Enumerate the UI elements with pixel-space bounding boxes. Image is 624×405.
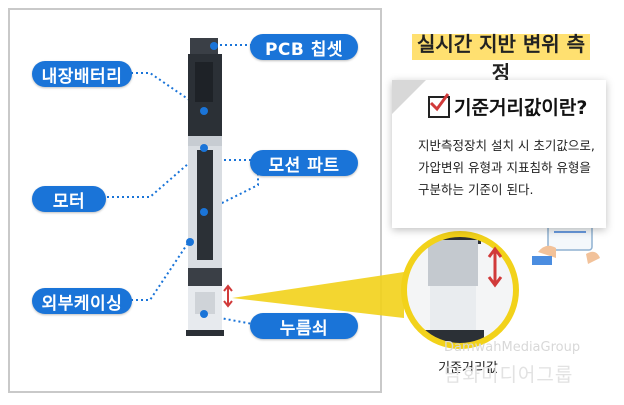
pcb-marker-dot [210,42,218,50]
zoom-caption: 기준거리값 [438,361,498,376]
zoom-ring [401,231,519,349]
device-motion-core [197,150,213,260]
device-base [186,330,224,336]
zoom-pointer [232,272,404,318]
definition-card [392,80,606,228]
card-title: 기준거리값이란? [454,97,588,119]
watermark-korean: 담화미디어그룹 [444,364,574,386]
card-folded-corner [392,80,426,114]
device-lower-cap [188,268,222,286]
leader-lines [102,44,259,326]
label-motor: 모터 [32,186,106,212]
device-top-cap [190,38,218,54]
watermark-english: DamwahMediaGroup [444,340,581,355]
card-description: 지반측정장치 설치 시 초기값으로, 가압변위 유형과 지표침하 유형을 구분하… [418,138,595,197]
device-joint [188,136,222,146]
reference-distance-arrow [487,246,503,288]
label-outer-casing: 외부케이싱 [32,288,132,314]
right-panel-title: 실시간 지반 변위 측정 [416,32,586,85]
small-distance-arrow [223,284,233,308]
label-internal-battery: 내장배터리 [32,61,132,87]
label-pcb-chipset: PCB 칩셋 [250,34,358,60]
label-motion-part: 모션 파트 [250,150,358,176]
zoom-detail [404,234,516,346]
title-highlight [412,34,590,60]
checkbox-icon [428,93,450,118]
label-push-button: 누름쇠 [250,313,358,339]
